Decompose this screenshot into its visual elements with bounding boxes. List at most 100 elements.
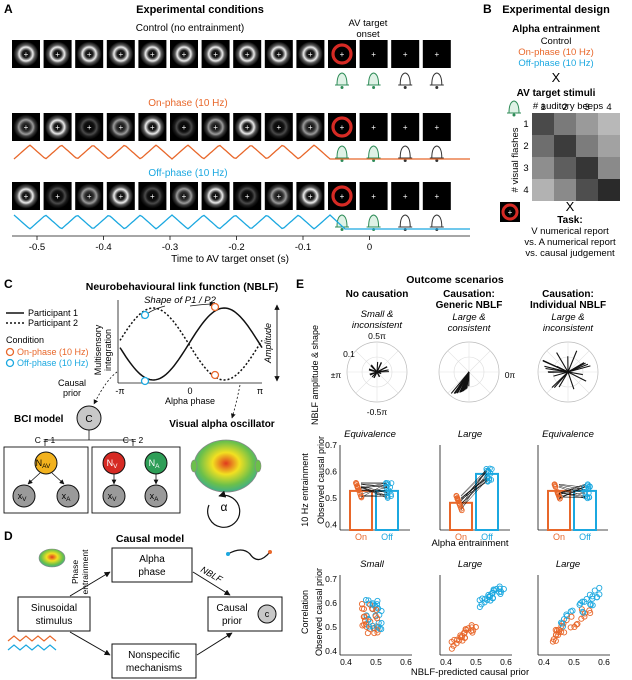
target-ring bbox=[331, 116, 353, 138]
polar-spoke bbox=[567, 350, 590, 373]
node-xa-1-label: x bbox=[62, 491, 67, 501]
node-xa-1 bbox=[56, 484, 80, 508]
bar-label-on: On bbox=[355, 532, 367, 542]
bell-clapper bbox=[435, 159, 439, 162]
av-stimuli-title: AV target stimuli bbox=[517, 88, 596, 99]
bar-label-on: On bbox=[455, 532, 467, 542]
col2-sub-1: Large & bbox=[452, 312, 485, 323]
condition-control: Control bbox=[541, 36, 572, 47]
fixation-cross: + bbox=[308, 192, 313, 201]
scatter-x-tick: 0.6 bbox=[598, 657, 610, 667]
on-phase-label: On-phase (10 Hz) bbox=[148, 98, 227, 109]
matrix-cell bbox=[532, 113, 554, 135]
sinusoidal-label-1: Sinusoidal bbox=[31, 603, 77, 614]
off-phase-label: Off-phase (10 Hz) bbox=[148, 168, 227, 179]
causal-prior-box-label-1: Causal bbox=[216, 603, 247, 614]
stimulus-frame: + bbox=[296, 40, 325, 68]
bell-clapper bbox=[403, 86, 407, 89]
sinusoidal-stimulus-box bbox=[17, 596, 91, 632]
row2-xlabel: Alpha entrainment bbox=[431, 538, 508, 549]
participant-line bbox=[558, 483, 586, 488]
polar-spoke bbox=[468, 371, 491, 394]
stimulus-frame: + bbox=[391, 113, 420, 141]
matrix-cell bbox=[554, 179, 576, 201]
grating-ring bbox=[76, 183, 102, 209]
scatter-on-point bbox=[574, 620, 581, 627]
frame-background bbox=[422, 40, 451, 68]
phase-vector bbox=[558, 371, 569, 388]
fixation-cross: + bbox=[24, 192, 29, 201]
row3-col3-label: Large bbox=[556, 559, 580, 570]
grating-ring bbox=[13, 41, 39, 67]
nblf-off-marker-p2 bbox=[140, 310, 150, 320]
fixation-cross: + bbox=[182, 50, 187, 59]
scatter-off-point bbox=[596, 584, 603, 591]
grating-ring bbox=[266, 114, 292, 140]
bell-body bbox=[431, 72, 443, 86]
panel-e-title: Outcome scenarios bbox=[406, 274, 504, 286]
participant-line bbox=[460, 478, 488, 504]
scatter-x-tick: 0.5 bbox=[370, 657, 382, 667]
row2-ylabel: Observed causal prior bbox=[316, 436, 326, 524]
fixation-cross: + bbox=[371, 192, 376, 201]
participant-line bbox=[360, 494, 388, 497]
participant-line bbox=[460, 468, 488, 496]
stimulus-frame: + bbox=[359, 182, 388, 210]
alpha-entrainment-title: Alpha entrainment bbox=[512, 24, 600, 35]
bell-icon bbox=[507, 100, 521, 117]
time-tick-label: -0.2 bbox=[228, 242, 244, 253]
fixation-cross: + bbox=[434, 50, 439, 59]
scatter-off-point bbox=[589, 593, 596, 600]
scatter-on-point bbox=[374, 615, 381, 622]
panel-b-title: Experimental design bbox=[502, 4, 610, 16]
polar-spoke bbox=[447, 350, 470, 373]
fixation-cross: + bbox=[245, 123, 250, 132]
svg-text:xV: xV bbox=[108, 491, 118, 503]
svg-text:xA: xA bbox=[62, 491, 72, 503]
phase-vector bbox=[556, 352, 569, 373]
polar-top-label: 0.5π bbox=[368, 331, 386, 341]
fixation-cross: + bbox=[340, 50, 345, 59]
nblf-on-marker-p1 bbox=[210, 302, 220, 312]
row2-side-label: 10 Hz entrainment bbox=[300, 453, 310, 527]
bell-icon bbox=[366, 72, 381, 89]
phase-vector bbox=[453, 371, 470, 394]
scatter-off-point bbox=[496, 585, 503, 592]
scatter-x-tick: 0.5 bbox=[568, 657, 580, 667]
frame-background bbox=[359, 113, 388, 141]
bell-body bbox=[336, 72, 348, 86]
participant-off-point bbox=[384, 492, 391, 499]
phase-vector bbox=[369, 371, 378, 376]
scatter-on-point bbox=[462, 626, 469, 633]
col2-sub-2: consistent bbox=[448, 323, 491, 334]
amplitude-label: Amplitude bbox=[263, 323, 273, 364]
node-na-sub: A bbox=[155, 463, 160, 470]
fixation-cross: + bbox=[118, 50, 123, 59]
matrix-cell bbox=[576, 135, 598, 157]
nonspecific-label-2: mechanisms bbox=[126, 663, 182, 674]
scatter-y-tick: 0.7 bbox=[325, 574, 337, 584]
panel-a: A Experimental conditions Control (no en… bbox=[4, 2, 470, 265]
nblf-tick-zero: 0 bbox=[187, 386, 192, 396]
bar-y-tick: 0.5 bbox=[325, 493, 337, 503]
stimulus-frame: + bbox=[201, 40, 230, 68]
bar-off bbox=[475, 472, 499, 531]
fixation-cross: + bbox=[55, 50, 60, 59]
bar-off bbox=[375, 489, 399, 531]
nblf-arrow-label: NBLF bbox=[199, 564, 224, 584]
row3-col2-label: Large bbox=[458, 559, 482, 570]
panel-c-title: Neurobehavioural link function (NBLF) bbox=[86, 281, 279, 293]
bell-icon bbox=[429, 72, 444, 89]
fixation-cross: + bbox=[245, 50, 250, 59]
bell-body bbox=[368, 214, 380, 228]
scatter-on-point bbox=[451, 636, 458, 643]
scatter-off-point bbox=[591, 587, 598, 594]
target-ring bbox=[331, 43, 353, 65]
stimulus-row-on-phase: ++++++++++++++ bbox=[12, 113, 451, 162]
stimulus-row-control: ++++++++++++++ bbox=[12, 40, 451, 89]
c2-label: C = 2 bbox=[123, 435, 144, 445]
bar-y-tick: 0.7 bbox=[325, 440, 337, 450]
participant-line bbox=[558, 483, 586, 494]
phase-vector bbox=[465, 371, 470, 390]
bell-icon bbox=[429, 214, 444, 231]
